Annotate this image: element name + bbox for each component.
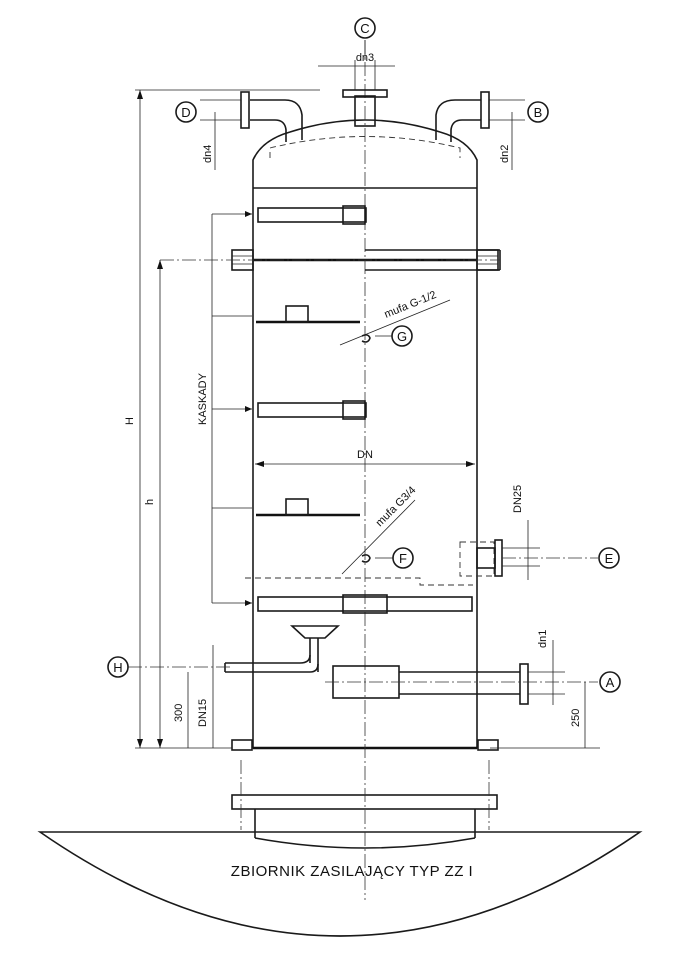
label-kaskady: KASKADY bbox=[197, 372, 209, 425]
cascade-trays bbox=[256, 205, 473, 614]
nozzle-d bbox=[175, 91, 303, 170]
label-d: D bbox=[181, 105, 190, 120]
internal-pipe-dashed bbox=[245, 577, 473, 586]
nozzle-c bbox=[318, 17, 395, 127]
label-b: B bbox=[534, 105, 543, 120]
cascade-leaders bbox=[211, 211, 252, 606]
nozzle-e bbox=[459, 520, 620, 580]
dim-dn1: dn1 bbox=[537, 630, 549, 648]
label-c: C bbox=[360, 21, 369, 36]
support-base bbox=[37, 794, 643, 937]
nozzle-h bbox=[107, 625, 341, 748]
dim-dn15: DN15 bbox=[197, 699, 209, 727]
nozzle-b bbox=[435, 91, 549, 170]
label-e: E bbox=[605, 551, 614, 566]
dim-dn4: dn4 bbox=[202, 145, 214, 163]
dim-dn25: DN25 bbox=[512, 485, 524, 513]
drawing-title: ZBIORNIK ZASILAJĄCY TYP ZZ I bbox=[231, 863, 473, 880]
label-h: H bbox=[113, 660, 122, 675]
dim-300: 300 bbox=[173, 704, 185, 722]
dim-250: 250 bbox=[570, 709, 582, 727]
label-f: F bbox=[399, 551, 407, 566]
top-pipe bbox=[160, 249, 501, 271]
dim-h-inner: h bbox=[144, 499, 156, 505]
mufa-g34 bbox=[341, 499, 416, 575]
dim-dn: DN bbox=[357, 449, 373, 461]
nozzle-a bbox=[325, 640, 621, 705]
dim-dn2: dn2 bbox=[499, 145, 511, 163]
mufa-g12 bbox=[339, 299, 451, 347]
dimension-lines bbox=[135, 89, 600, 749]
dim-dn3: dn3 bbox=[356, 52, 374, 64]
tank-feet bbox=[231, 739, 499, 751]
label-mufa-g34: mufa G3/4 bbox=[374, 484, 419, 529]
label-a: A bbox=[606, 675, 615, 690]
dim-h-total: H bbox=[124, 417, 136, 425]
label-g: G bbox=[397, 329, 407, 344]
